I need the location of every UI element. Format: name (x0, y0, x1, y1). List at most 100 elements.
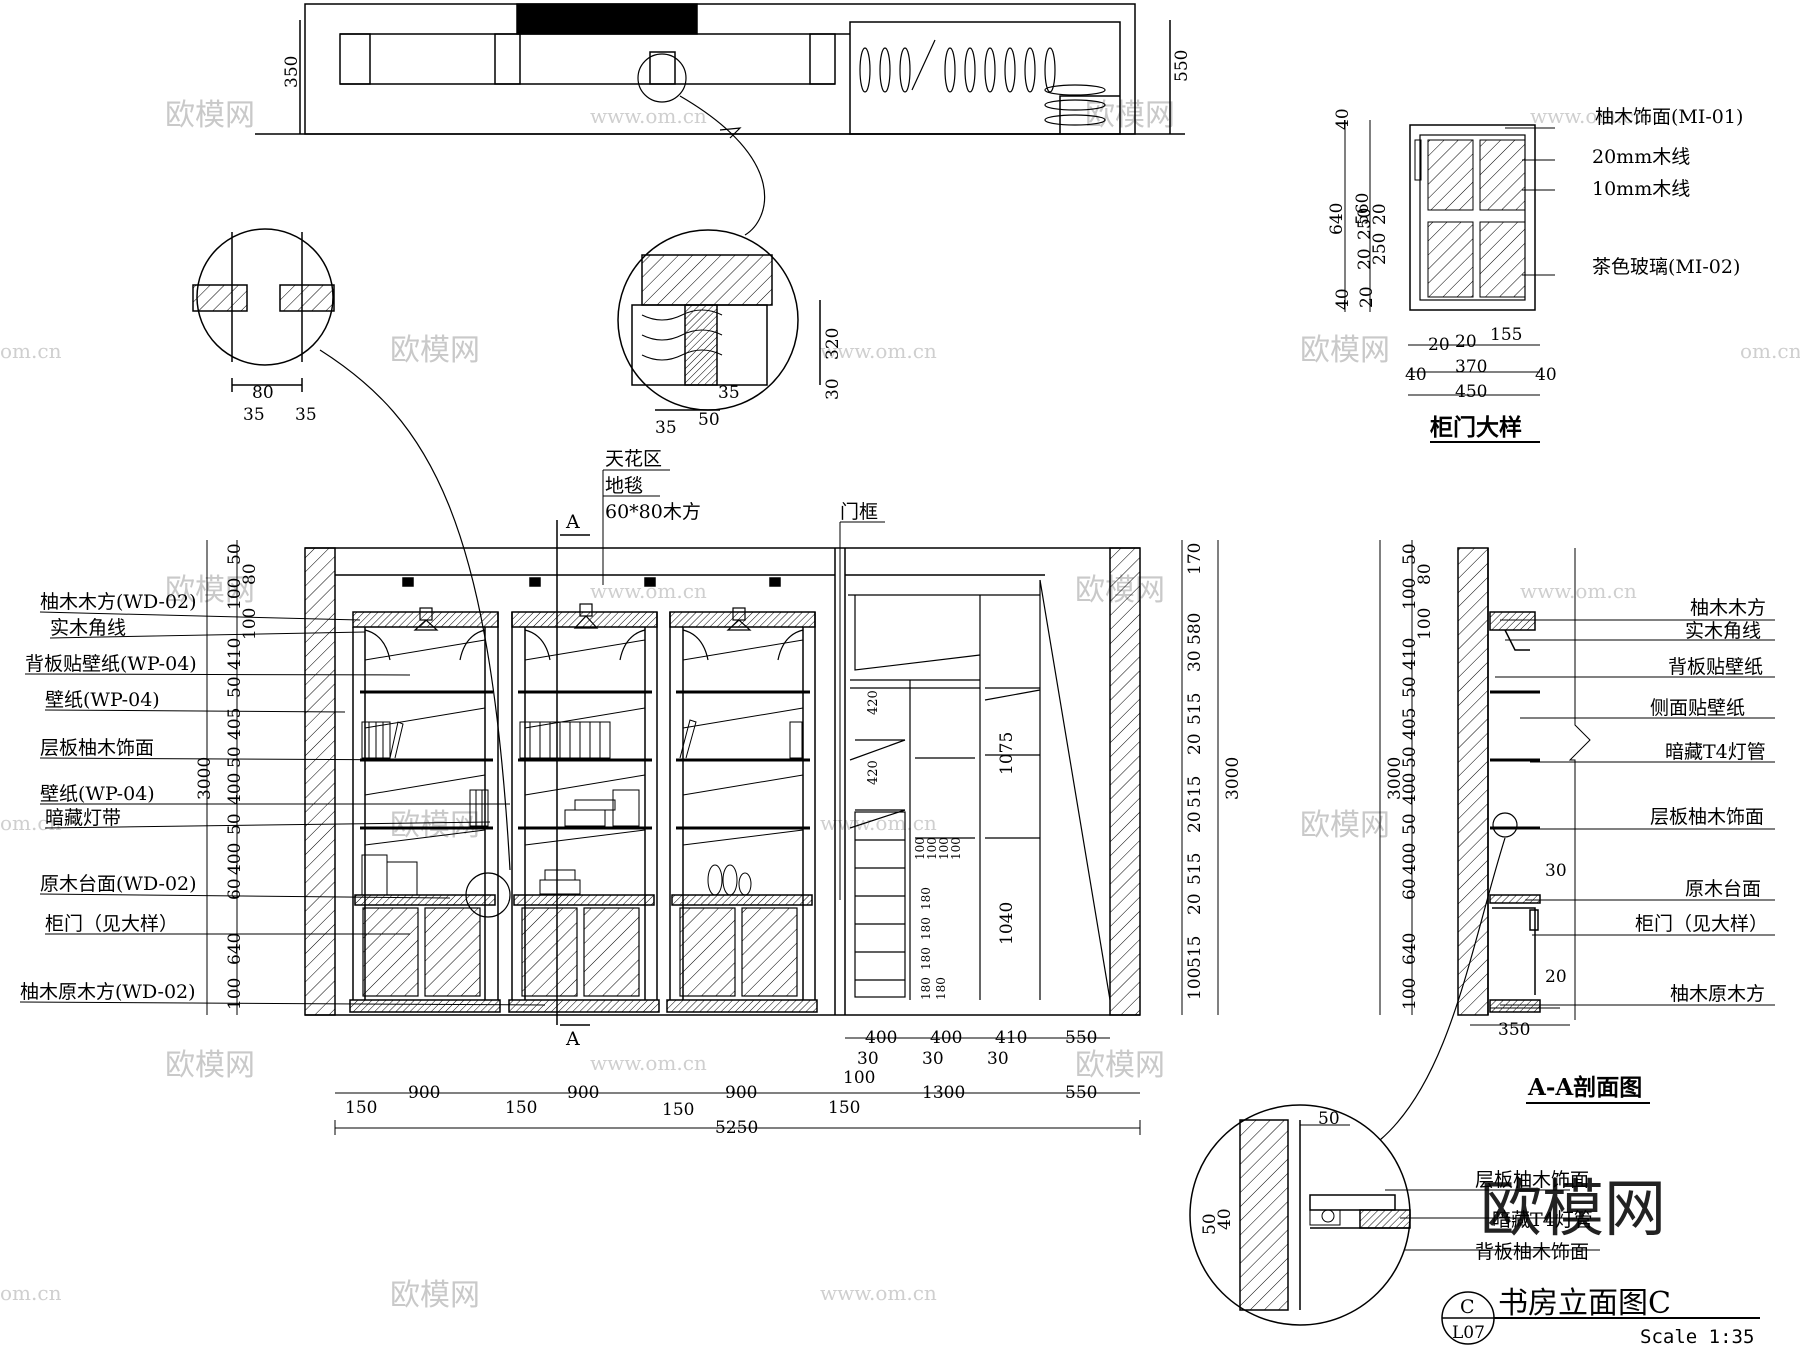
watermark: 欧模网 (165, 573, 255, 608)
watermark-url: www.om.cn (590, 1051, 707, 1075)
dim-door-h7: 450 (1455, 382, 1487, 402)
dim-b1-400a: 400 (865, 1028, 897, 1048)
dim-door-v6: 20 (1355, 248, 1375, 270)
dim-b1-400b: 400 (930, 1028, 962, 1048)
label-aa-3: 背板贴壁纸 (1668, 656, 1763, 678)
dim-right-v11: 100 (1185, 968, 1205, 1000)
dim-inner-100b: 100 (925, 837, 939, 860)
dim-door-v5: 250 (1370, 233, 1390, 265)
dim-right-v8: 515 (1185, 853, 1205, 885)
brand-watermark: 欧模网 (1480, 1172, 1666, 1245)
dim-b2-900c: 900 (725, 1083, 757, 1103)
dim-left-v4: 100 (240, 608, 260, 640)
dim-inner-180d: 180 (919, 977, 933, 1000)
dim-left-v1: 50 (225, 543, 245, 565)
watermark-url: www.om.cn (590, 104, 707, 128)
dim-right-v5: 20 (1185, 733, 1205, 755)
label-shelf-1: 层板柚木饰面 (1475, 1169, 1589, 1191)
detail-circle-b (617, 229, 821, 411)
dim-b2-900a: 900 (408, 1083, 440, 1103)
dim-left-v7: 405 (225, 708, 245, 740)
dim-inner-100a: 100 (913, 837, 927, 860)
section-marker-bottom: A (565, 1028, 580, 1050)
dim-aa-v4: 100 (1415, 608, 1435, 640)
dim-inner-1040: 1040 (997, 902, 1017, 945)
drawing-marker-bottom: L07 (1452, 1323, 1485, 1343)
label-aa-5: 暗藏T4灯管 (1665, 741, 1766, 763)
label-carpet: 地毯 (605, 475, 643, 497)
dim-door-h6: 40 (1535, 365, 1557, 385)
wardrobe-section (848, 579, 1111, 1001)
dim-aa-v14: 100 (1400, 978, 1420, 1010)
left-vertical-dims: 3000 50 80 100 100 410 50 405 50 400 50 … (195, 540, 260, 1015)
section-marker-top: A (565, 511, 580, 533)
dim-aa-30: 30 (1545, 861, 1567, 881)
watermark-url: www.om.cn (1530, 104, 1647, 128)
dim-detail-b-35a: 35 (718, 383, 740, 403)
dim-door-v4: 20 (1370, 203, 1390, 225)
dim-right-total: 3000 (1223, 757, 1243, 800)
dim-shelf-50a: 50 (1318, 1109, 1340, 1129)
dim-b1-410: 410 (995, 1028, 1027, 1048)
dim-aa-v3: 100 (1400, 578, 1420, 610)
dim-aa-v8: 50 (1400, 746, 1420, 768)
dim-door-v7: 250 (1355, 208, 1375, 240)
dim-detail-a-80: 80 (252, 383, 274, 403)
label-door-3: 10mm木线 (1592, 178, 1690, 200)
ceiling-labels: 天花区 地毯 60*80木方 门框 (602, 448, 885, 900)
dim-aa-v1: 50 (1400, 543, 1420, 565)
dim-door-v3: 560 (1353, 193, 1373, 225)
label-wood-batten: 60*80木方 (605, 501, 701, 523)
label-aa-2: 实木角线 (1685, 620, 1761, 642)
dim-door-v9: 20 (1357, 286, 1377, 308)
dim-right-v10: 515 (1185, 936, 1205, 968)
label-left-7: 暗藏灯带 (45, 807, 121, 829)
dim-b1-30a: 30 (857, 1049, 879, 1069)
dim-detail-b-320: 320 (823, 328, 843, 360)
drawing-scale: Scale 1:35 (1640, 1326, 1754, 1347)
dim-aa-20: 20 (1545, 967, 1567, 987)
dim-inner-1075: 1075 (997, 732, 1017, 775)
watermarks: 欧模网 www.om.cn 欧模网 www.om.cn om.cn 欧模网 ww… (0, 98, 1800, 1313)
dim-left-v13: 640 (225, 933, 245, 965)
label-ceiling-zone: 天花区 (605, 448, 662, 470)
watermark: 欧模网 (1300, 333, 1390, 368)
dim-door-v8: 40 (1333, 288, 1353, 310)
watermark-url: om.cn (0, 1281, 62, 1305)
label-left-6: 壁纸(WP-04) (40, 783, 155, 805)
watermark-url: www.om.cn (820, 1281, 937, 1305)
dim-inner-420a: 420 (866, 690, 881, 715)
watermark: 欧模网 (1085, 98, 1175, 133)
dim-inner-420b: 420 (866, 760, 881, 785)
label-left-9: 柜门（见大样） (45, 913, 178, 935)
dim-aa-v2: 80 (1415, 563, 1435, 585)
dim-right-v9: 20 (1185, 893, 1205, 915)
dim-detail-b-30: 30 (823, 378, 843, 400)
label-aa-4: 侧面贴壁纸 (1650, 697, 1745, 719)
dim-aa-v6: 50 (1400, 676, 1420, 698)
dim-inner-180c: 180 (919, 947, 933, 970)
dim-door-h4: 40 (1405, 365, 1427, 385)
watermark-url: om.cn (1740, 339, 1800, 363)
right-vertical-dims: 170 580 30 515 20 515 20 515 20 515 100 … (1181, 540, 1243, 1015)
watermark-url: www.om.cn (820, 339, 937, 363)
wardrobe-dims: 420 420 1075 1040 100 100 100 100 180 18… (866, 690, 1017, 1000)
dim-aa-v10: 50 (1400, 813, 1420, 835)
dim-detail-b-50: 50 (698, 410, 720, 430)
dim-detail-a-35a: 35 (243, 405, 265, 425)
label-aa-7: 原木台面 (1685, 878, 1761, 900)
dim-b2-150d: 150 (828, 1098, 860, 1118)
dim-top-left: 350 (282, 56, 302, 88)
dim-inner-180e: 180 (934, 977, 948, 1000)
label-left-8: 原木台面(WD-02) (40, 873, 197, 895)
label-left-4: 壁纸(WP-04) (45, 689, 160, 711)
dim-b2-550: 550 (1065, 1083, 1097, 1103)
dim-inner-100d: 100 (949, 837, 963, 860)
dim-aa-v11: 400 (1400, 843, 1420, 875)
dim-left-v11: 400 (225, 843, 245, 875)
label-left-2: 实木角线 (50, 617, 126, 639)
watermark-url: om.cn (0, 339, 62, 363)
dim-left-v2: 80 (240, 563, 260, 585)
dim-left-v5: 410 (225, 638, 245, 670)
